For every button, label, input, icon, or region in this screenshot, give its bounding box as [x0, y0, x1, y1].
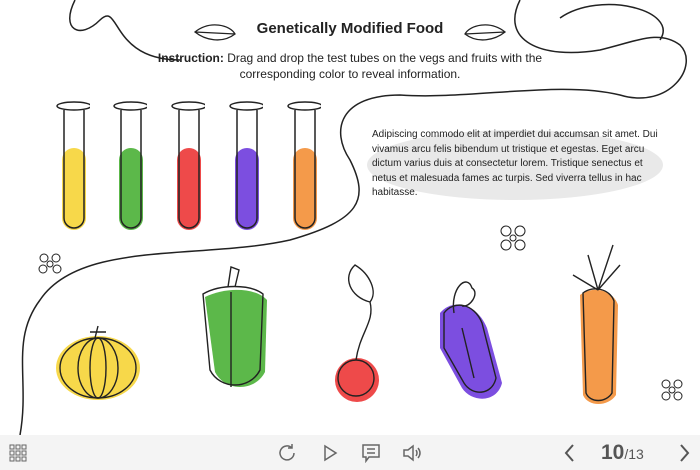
flower-icon [500, 225, 526, 251]
current-page: 10 [601, 441, 625, 464]
instruction-text: Drag and drop the test tubes on the vegs… [223, 51, 543, 81]
instruction-label: Instruction: [157, 51, 224, 65]
slide: Genetically Modified Food Instruction: D… [19, 0, 687, 435]
total-pages: /13 [624, 446, 644, 462]
instruction: Instruction: Drag and drop the test tube… [130, 50, 570, 82]
test-tube-orange[interactable] [287, 100, 321, 235]
replay-icon[interactable] [278, 443, 298, 463]
captions-icon[interactable] [361, 443, 381, 463]
test-tube-green[interactable] [113, 100, 147, 235]
pumpkin[interactable] [50, 318, 145, 408]
info-text: Adipiscing commodo elit at imperdiet dui… [372, 129, 658, 198]
carrot[interactable] [558, 235, 628, 410]
page-counter: 10/13 [601, 441, 644, 465]
test-tube-yellow[interactable] [56, 100, 90, 235]
volume-icon[interactable] [402, 443, 422, 463]
decorative-line [19, 0, 687, 435]
cherry[interactable] [330, 262, 390, 407]
next-icon[interactable] [674, 443, 694, 463]
test-tube-red[interactable] [171, 100, 205, 235]
leaf-icon [193, 24, 236, 41]
play-icon[interactable] [320, 443, 340, 463]
leaf-icon [464, 24, 507, 41]
eggplant[interactable] [432, 268, 507, 408]
previous-icon[interactable] [560, 443, 580, 463]
menu-grid-icon[interactable] [8, 443, 28, 463]
flower-icon [661, 379, 683, 401]
test-tube-purple[interactable] [229, 100, 263, 235]
player-toolbar: 10/13 [0, 435, 700, 470]
pepper[interactable] [195, 262, 275, 397]
page-title: Genetically Modified Food [256, 20, 444, 37]
flower-icon [38, 253, 62, 274]
